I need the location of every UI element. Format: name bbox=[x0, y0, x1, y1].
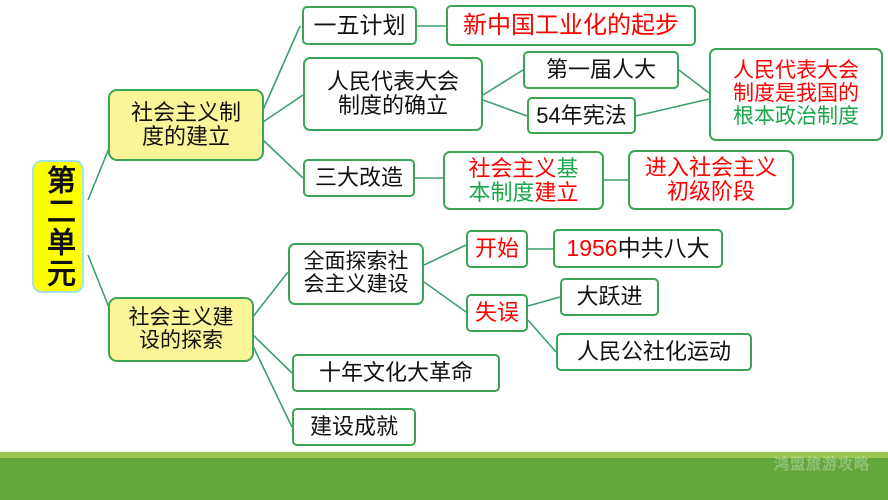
footer-band: 鸿盟旅游攻略 bbox=[0, 452, 888, 500]
node-sbse-line1: 社会主义基 bbox=[468, 155, 579, 181]
node-sbse-seg-basic-2: 本制度 bbox=[468, 179, 535, 205]
node-1956-wrap: 1956中共八大 bbox=[566, 236, 709, 261]
node-first-npc[interactable]: 第一届人大 bbox=[523, 51, 679, 89]
node-sbse-seg-established: 建立 bbox=[534, 179, 579, 205]
node-socialist-basic-system-established[interactable]: 社会主义基 本制度建立 bbox=[443, 151, 604, 210]
node-three-great-transformations[interactable]: 三大改造 bbox=[303, 159, 415, 197]
node-branch-establishment[interactable]: 社会主义制 度的建立 bbox=[108, 89, 264, 161]
node-comprehensive-exploration[interactable]: 全面探索社 会主义建设 bbox=[288, 243, 424, 305]
node-sbse-seg-basic-1: 基 bbox=[556, 155, 579, 181]
node-1956-year: 1956 bbox=[566, 235, 618, 262]
node-mistakes-text: 失误 bbox=[474, 300, 519, 326]
node-root-unit[interactable]: 第二单元 bbox=[32, 160, 84, 293]
node-industrialization-start[interactable]: 新中国工业化的起步 bbox=[446, 5, 696, 46]
node-fps-line1: 人民代表大会 bbox=[733, 59, 859, 83]
node-fps-line2: 制度是我国的 bbox=[733, 82, 859, 106]
node-first-five-year-plan[interactable]: 一五计划 bbox=[302, 6, 417, 45]
node-1954-constitution[interactable]: 54年宪法 bbox=[527, 97, 636, 134]
node-primary-stage-text: 进入社会主义 初级阶段 bbox=[644, 155, 777, 204]
node-sbse-seg-socialist: 社会主义 bbox=[468, 155, 557, 181]
node-branch-exploration[interactable]: 社会主义建 设的探索 bbox=[108, 297, 254, 362]
node-construction-achievements[interactable]: 建设成就 bbox=[292, 408, 416, 446]
node-1956-rest: 中共八大 bbox=[617, 235, 710, 262]
node-ten-year-cultural-revolution[interactable]: 十年文化大革命 bbox=[292, 354, 500, 392]
watermark-text: 鸿盟旅游攻略 bbox=[773, 456, 870, 473]
node-fundamental-political-system[interactable]: 人民代表大会 制度是我国的 根本政治制度 bbox=[709, 48, 883, 141]
node-primary-stage-of-socialism[interactable]: 进入社会主义 初级阶段 bbox=[628, 150, 794, 210]
node-beginning[interactable]: 开始 bbox=[466, 230, 528, 268]
node-industrialization-start-text: 新中国工业化的起步 bbox=[463, 11, 679, 39]
node-great-leap-forward[interactable]: 大跃进 bbox=[560, 278, 659, 316]
node-1956-eighth-congress[interactable]: 1956中共八大 bbox=[553, 229, 723, 268]
footer-stripe bbox=[0, 452, 888, 458]
node-sbse-line2: 本制度建立 bbox=[468, 179, 579, 205]
node-npc-system-establishment[interactable]: 人民代表大会 制度的确立 bbox=[303, 57, 483, 131]
node-beginning-text: 开始 bbox=[474, 236, 519, 262]
node-mistakes[interactable]: 失误 bbox=[466, 294, 528, 332]
node-peoples-commune-movement[interactable]: 人民公社化运动 bbox=[556, 333, 752, 371]
node-fps-line3: 根本政治制度 bbox=[733, 104, 859, 128]
